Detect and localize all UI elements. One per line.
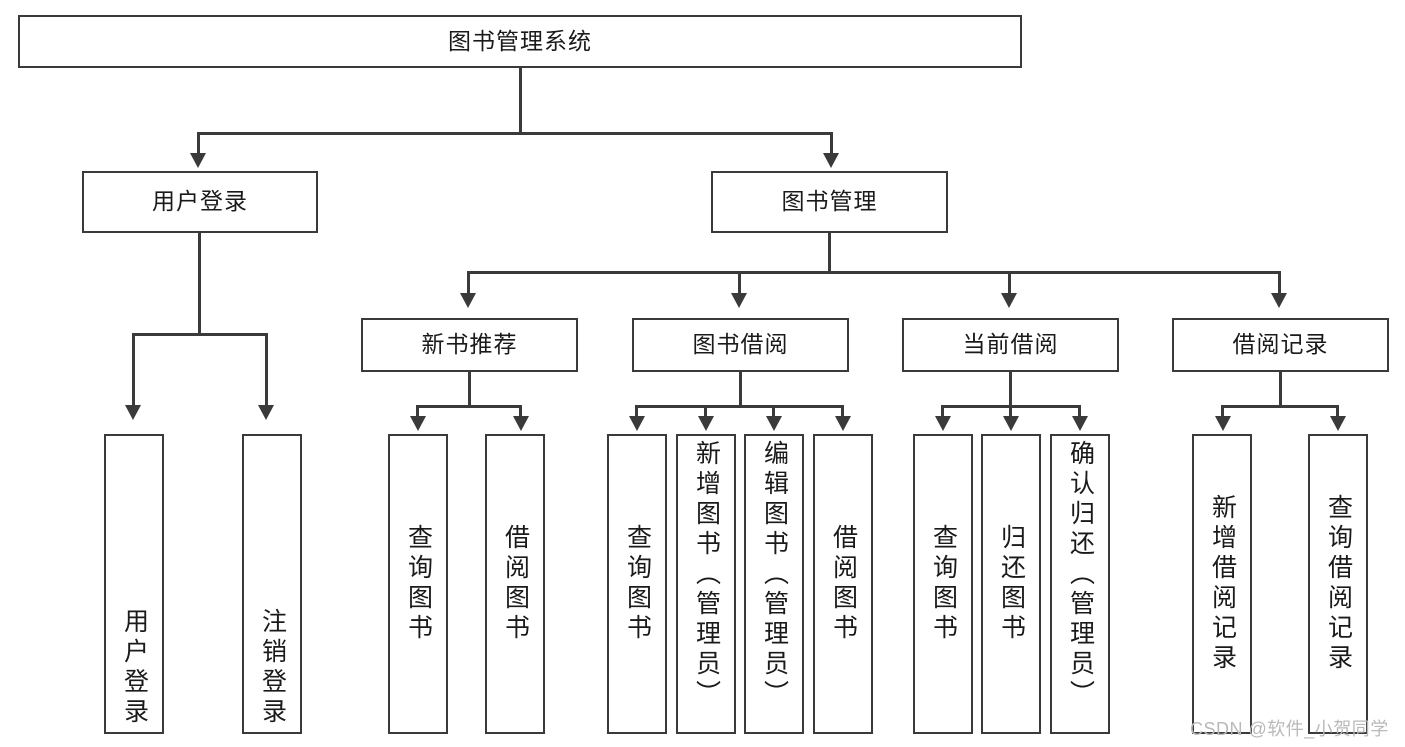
connector-book-manage-b1 — [467, 271, 470, 296]
arrow-to-leaf-query-record — [1330, 416, 1346, 431]
connector-user-login-bus — [132, 333, 267, 336]
arrow-to-leaf-borrow-book-2 — [835, 416, 851, 431]
connector-book-borrow-b3 — [772, 405, 775, 419]
connector-new-book-l — [416, 405, 419, 419]
node-current-borrow[interactable]: 当前借阅 — [902, 318, 1119, 372]
connector-current-borrow-b1 — [941, 405, 944, 419]
connector-book-borrow-b2 — [704, 405, 707, 419]
connector-book-manage-bus — [467, 271, 1281, 274]
leaf-borrow-book-1[interactable]: 借阅图书 — [485, 434, 545, 734]
node-borrow-record[interactable]: 借阅记录 — [1172, 318, 1389, 372]
arrow-to-leaf-add-record — [1215, 416, 1231, 431]
connector-new-book-bus — [416, 405, 522, 408]
connector-book-borrow-stem — [739, 372, 742, 407]
node-book-borrow[interactable]: 图书借阅 — [632, 318, 849, 372]
leaf-borrow-book-2[interactable]: 借阅图书 — [813, 434, 873, 734]
arrow-to-leaf-query-book-2 — [629, 416, 645, 431]
leaf-logout-login[interactable]: 注销登录 — [242, 434, 302, 734]
connector-user-login-left — [132, 333, 135, 408]
connector-book-manage-b4 — [1278, 271, 1281, 296]
leaf-user-login[interactable]: 用户登录 — [104, 434, 164, 734]
node-book-manage[interactable]: 图书管理 — [711, 171, 948, 233]
connector-root-to-book-manage — [830, 132, 833, 157]
watermark-text: CSDN @软件_小贺同学 — [1190, 719, 1389, 739]
connector-root-to-user-login — [197, 132, 200, 157]
leaf-return-book[interactable]: 归还图书 — [981, 434, 1041, 734]
connector-book-manage-stem — [828, 233, 831, 273]
leaf-add-book-admin[interactable]: 新增图书（管理员） — [676, 434, 736, 734]
arrow-to-leaf-borrow-book-1 — [513, 416, 529, 431]
arrow-to-leaf-edit-book-admin — [766, 416, 782, 431]
connector-book-borrow-bus — [635, 405, 844, 408]
connector-book-borrow-b4 — [841, 405, 844, 419]
arrow-to-leaf-add-book-admin — [698, 416, 714, 431]
node-user-login[interactable]: 用户登录 — [82, 171, 318, 233]
arrow-to-leaf-user-login — [125, 405, 141, 420]
connector-borrow-record-stem — [1279, 372, 1282, 407]
arrow-to-leaf-return-book — [1003, 416, 1019, 431]
leaf-query-record[interactable]: 查询借阅记录 — [1308, 434, 1368, 734]
arrow-to-new-book-recommend — [460, 293, 476, 308]
connector-new-book-r — [519, 405, 522, 419]
arrow-to-current-borrow — [1001, 293, 1017, 308]
connector-borrow-record-l — [1221, 405, 1224, 419]
arrow-to-leaf-query-book-1 — [410, 416, 426, 431]
connector-current-borrow-b3 — [1078, 405, 1081, 419]
arrow-to-leaf-confirm-return — [1072, 416, 1088, 431]
node-new-book-recommend[interactable]: 新书推荐 — [361, 318, 578, 372]
arrow-to-borrow-record — [1271, 293, 1287, 308]
leaf-confirm-return[interactable]: 确认归还（管理员） — [1050, 434, 1110, 734]
leaf-query-book-2[interactable]: 查询图书 — [607, 434, 667, 734]
connector-user-login-right — [265, 333, 268, 408]
connector-current-borrow-stem — [1009, 372, 1012, 407]
node-root-title[interactable]: 图书管理系统 — [18, 15, 1022, 68]
leaf-query-book-1[interactable]: 查询图书 — [388, 434, 448, 734]
arrow-to-book-borrow — [731, 293, 747, 308]
arrow-root-to-book-manage — [823, 153, 839, 168]
connector-borrow-record-r — [1336, 405, 1339, 419]
arrow-to-leaf-query-book-3 — [935, 416, 951, 431]
connector-new-book-stem — [468, 372, 471, 407]
arrow-root-to-user-login — [190, 153, 206, 168]
connector-root-stem — [519, 68, 522, 134]
leaf-edit-book-admin[interactable]: 编辑图书（管理员） — [744, 434, 804, 734]
connector-borrow-record-bus — [1221, 405, 1339, 408]
connector-book-manage-b3 — [1008, 271, 1011, 296]
leaf-query-book-3[interactable]: 查询图书 — [913, 434, 973, 734]
connector-book-borrow-b1 — [635, 405, 638, 419]
connector-book-manage-b2 — [738, 271, 741, 296]
connector-current-borrow-b2 — [1009, 405, 1012, 419]
connector-root-bus — [197, 132, 833, 135]
connector-user-login-stem — [198, 233, 201, 335]
arrow-to-leaf-logout-login — [258, 405, 274, 420]
leaf-add-record[interactable]: 新增借阅记录 — [1192, 434, 1252, 734]
